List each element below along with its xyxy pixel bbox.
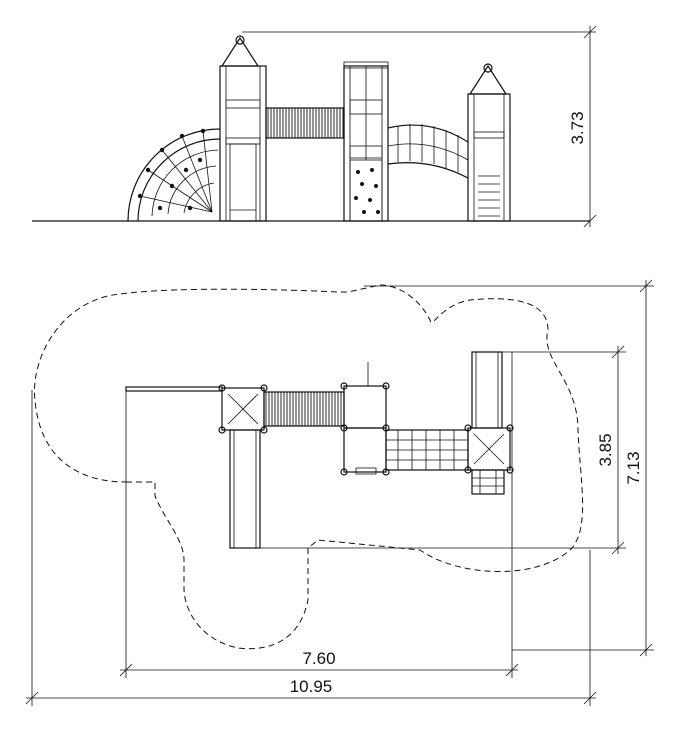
- height-dimension: 3.73: [242, 25, 597, 228]
- plan-dimensions: 7.60 10.95 3.85 7.13: [25, 279, 654, 706]
- left-tower: [219, 35, 267, 222]
- tube-bridge: [265, 107, 345, 139]
- inner-depth-label: 3.85: [596, 433, 615, 466]
- spiral-climber: [127, 128, 221, 222]
- long-slide: [229, 429, 261, 549]
- left-deck: [218, 384, 268, 434]
- right-deck: [464, 351, 514, 495]
- slide-plan: [125, 386, 223, 392]
- inner-width-label: 7.60: [302, 649, 335, 668]
- tube-bridge-plan: [263, 391, 345, 427]
- middle-tower: [343, 61, 389, 222]
- net-bridge-plan: [385, 429, 469, 471]
- plan-view: 7.60 10.95 3.85 7.13: [25, 279, 654, 706]
- outer-depth-label: 7.13: [624, 451, 643, 484]
- height-label: 3.73: [568, 111, 587, 144]
- outer-width-label: 10.95: [290, 677, 333, 696]
- right-tower: [467, 63, 511, 222]
- safety-zone-outline: [33, 284, 584, 650]
- net-bridge: [387, 124, 469, 179]
- middle-deck: [340, 362, 390, 476]
- climbing-holds: [354, 168, 380, 214]
- elevation-view: 3.73: [32, 25, 597, 228]
